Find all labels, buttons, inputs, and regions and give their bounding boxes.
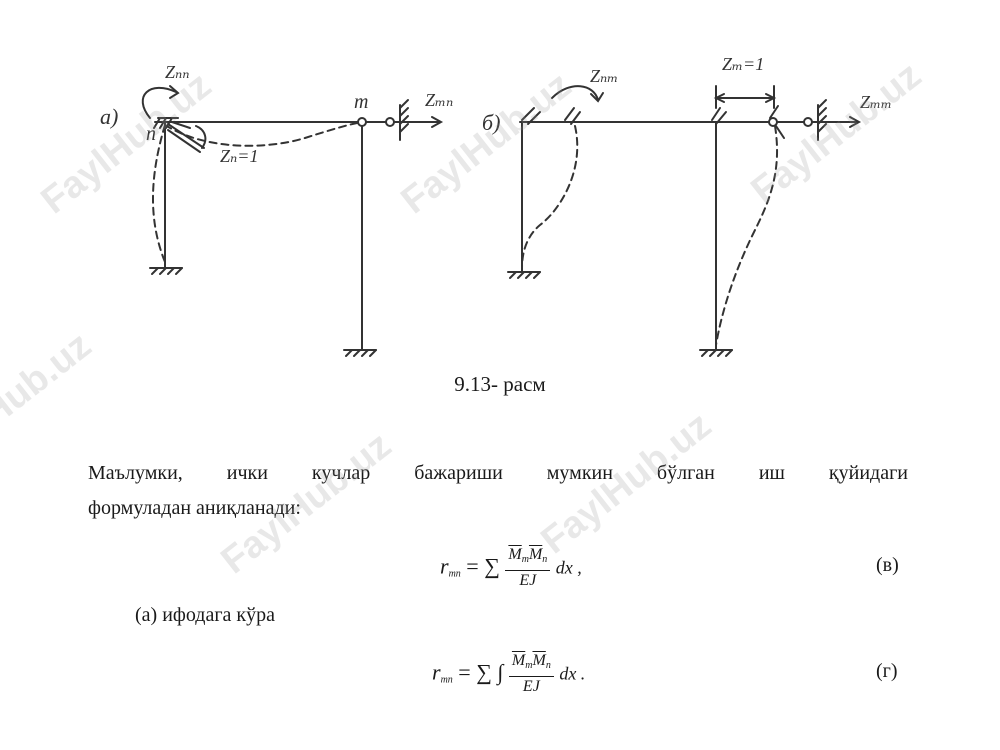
eq-v-lhs-sub: mn <box>448 568 461 580</box>
eq-g-num-n: M <box>532 652 546 669</box>
eq-v-num-m: M <box>508 546 522 563</box>
eq-v-num-n: M <box>528 546 543 563</box>
label-b: б) <box>482 110 500 135</box>
eq-g-lhs: r <box>432 659 441 685</box>
z-mm-label: Zₘₘ <box>860 92 892 112</box>
eq-g-label: (г) <box>876 660 898 682</box>
equation-g: rmn = ∑ ∫ MmMn EJ dx . <box>432 652 585 701</box>
node-n-label: n <box>146 123 156 145</box>
eq-g-num-m-sub: m <box>525 660 533 671</box>
z-n-unit-label: Zₙ=1 <box>220 146 258 166</box>
eq-g-num-n-sub: n <box>545 660 551 671</box>
z-mn-label: Zₘₙ <box>425 90 453 110</box>
diagram-b <box>507 85 862 357</box>
eq-g-den: EJ <box>522 678 540 695</box>
figure-caption: 9.13- расм <box>454 372 546 396</box>
eq-v-num-n-sub: n <box>542 554 548 565</box>
diagram-a <box>141 85 444 357</box>
eq-g-equals-sum: = ∑ ∫ <box>458 659 504 685</box>
label-a: а) <box>100 104 118 129</box>
eq-v-lhs: r <box>440 553 449 579</box>
eq-v-equals-sum: = ∑ <box>466 553 500 579</box>
paragraph-line-1: Маълумки, ички кучлар бажариши мумкин бў… <box>88 462 908 484</box>
node-m-label: m <box>354 91 368 113</box>
eq-g-num-m: M <box>511 652 526 669</box>
z-nn-label: Zₙₙ <box>165 62 190 82</box>
frame-diagram-figure: а) n m Zₙₙ Zₘₙ Zₙ=1 б) Zₙₘ Zₘ=1 Zₘₘ <box>100 54 892 357</box>
z-m-unit-label: Zₘ=1 <box>722 54 764 74</box>
eq-v-den: EJ <box>519 572 537 589</box>
eq-g-tail: dx . <box>559 663 586 684</box>
eq-v-label: (в) <box>876 554 899 576</box>
eq-g-lhs-sub: mn <box>440 674 453 686</box>
eq-g-fraction: MmMn EJ <box>508 652 554 697</box>
paragraph-line-2: формуладан аниқланади: <box>88 497 301 519</box>
z-nm-label: Zₙₘ <box>590 66 618 86</box>
eq-v-tail: dx , <box>555 557 582 578</box>
eq-v-num-m-sub: m <box>521 554 529 565</box>
text-a-reference: (а) ифодага кўра <box>135 604 276 626</box>
eq-v-fraction: MmMn EJ <box>505 546 551 591</box>
equation-v: rmn = ∑ MmMn EJ dx , <box>440 546 582 595</box>
